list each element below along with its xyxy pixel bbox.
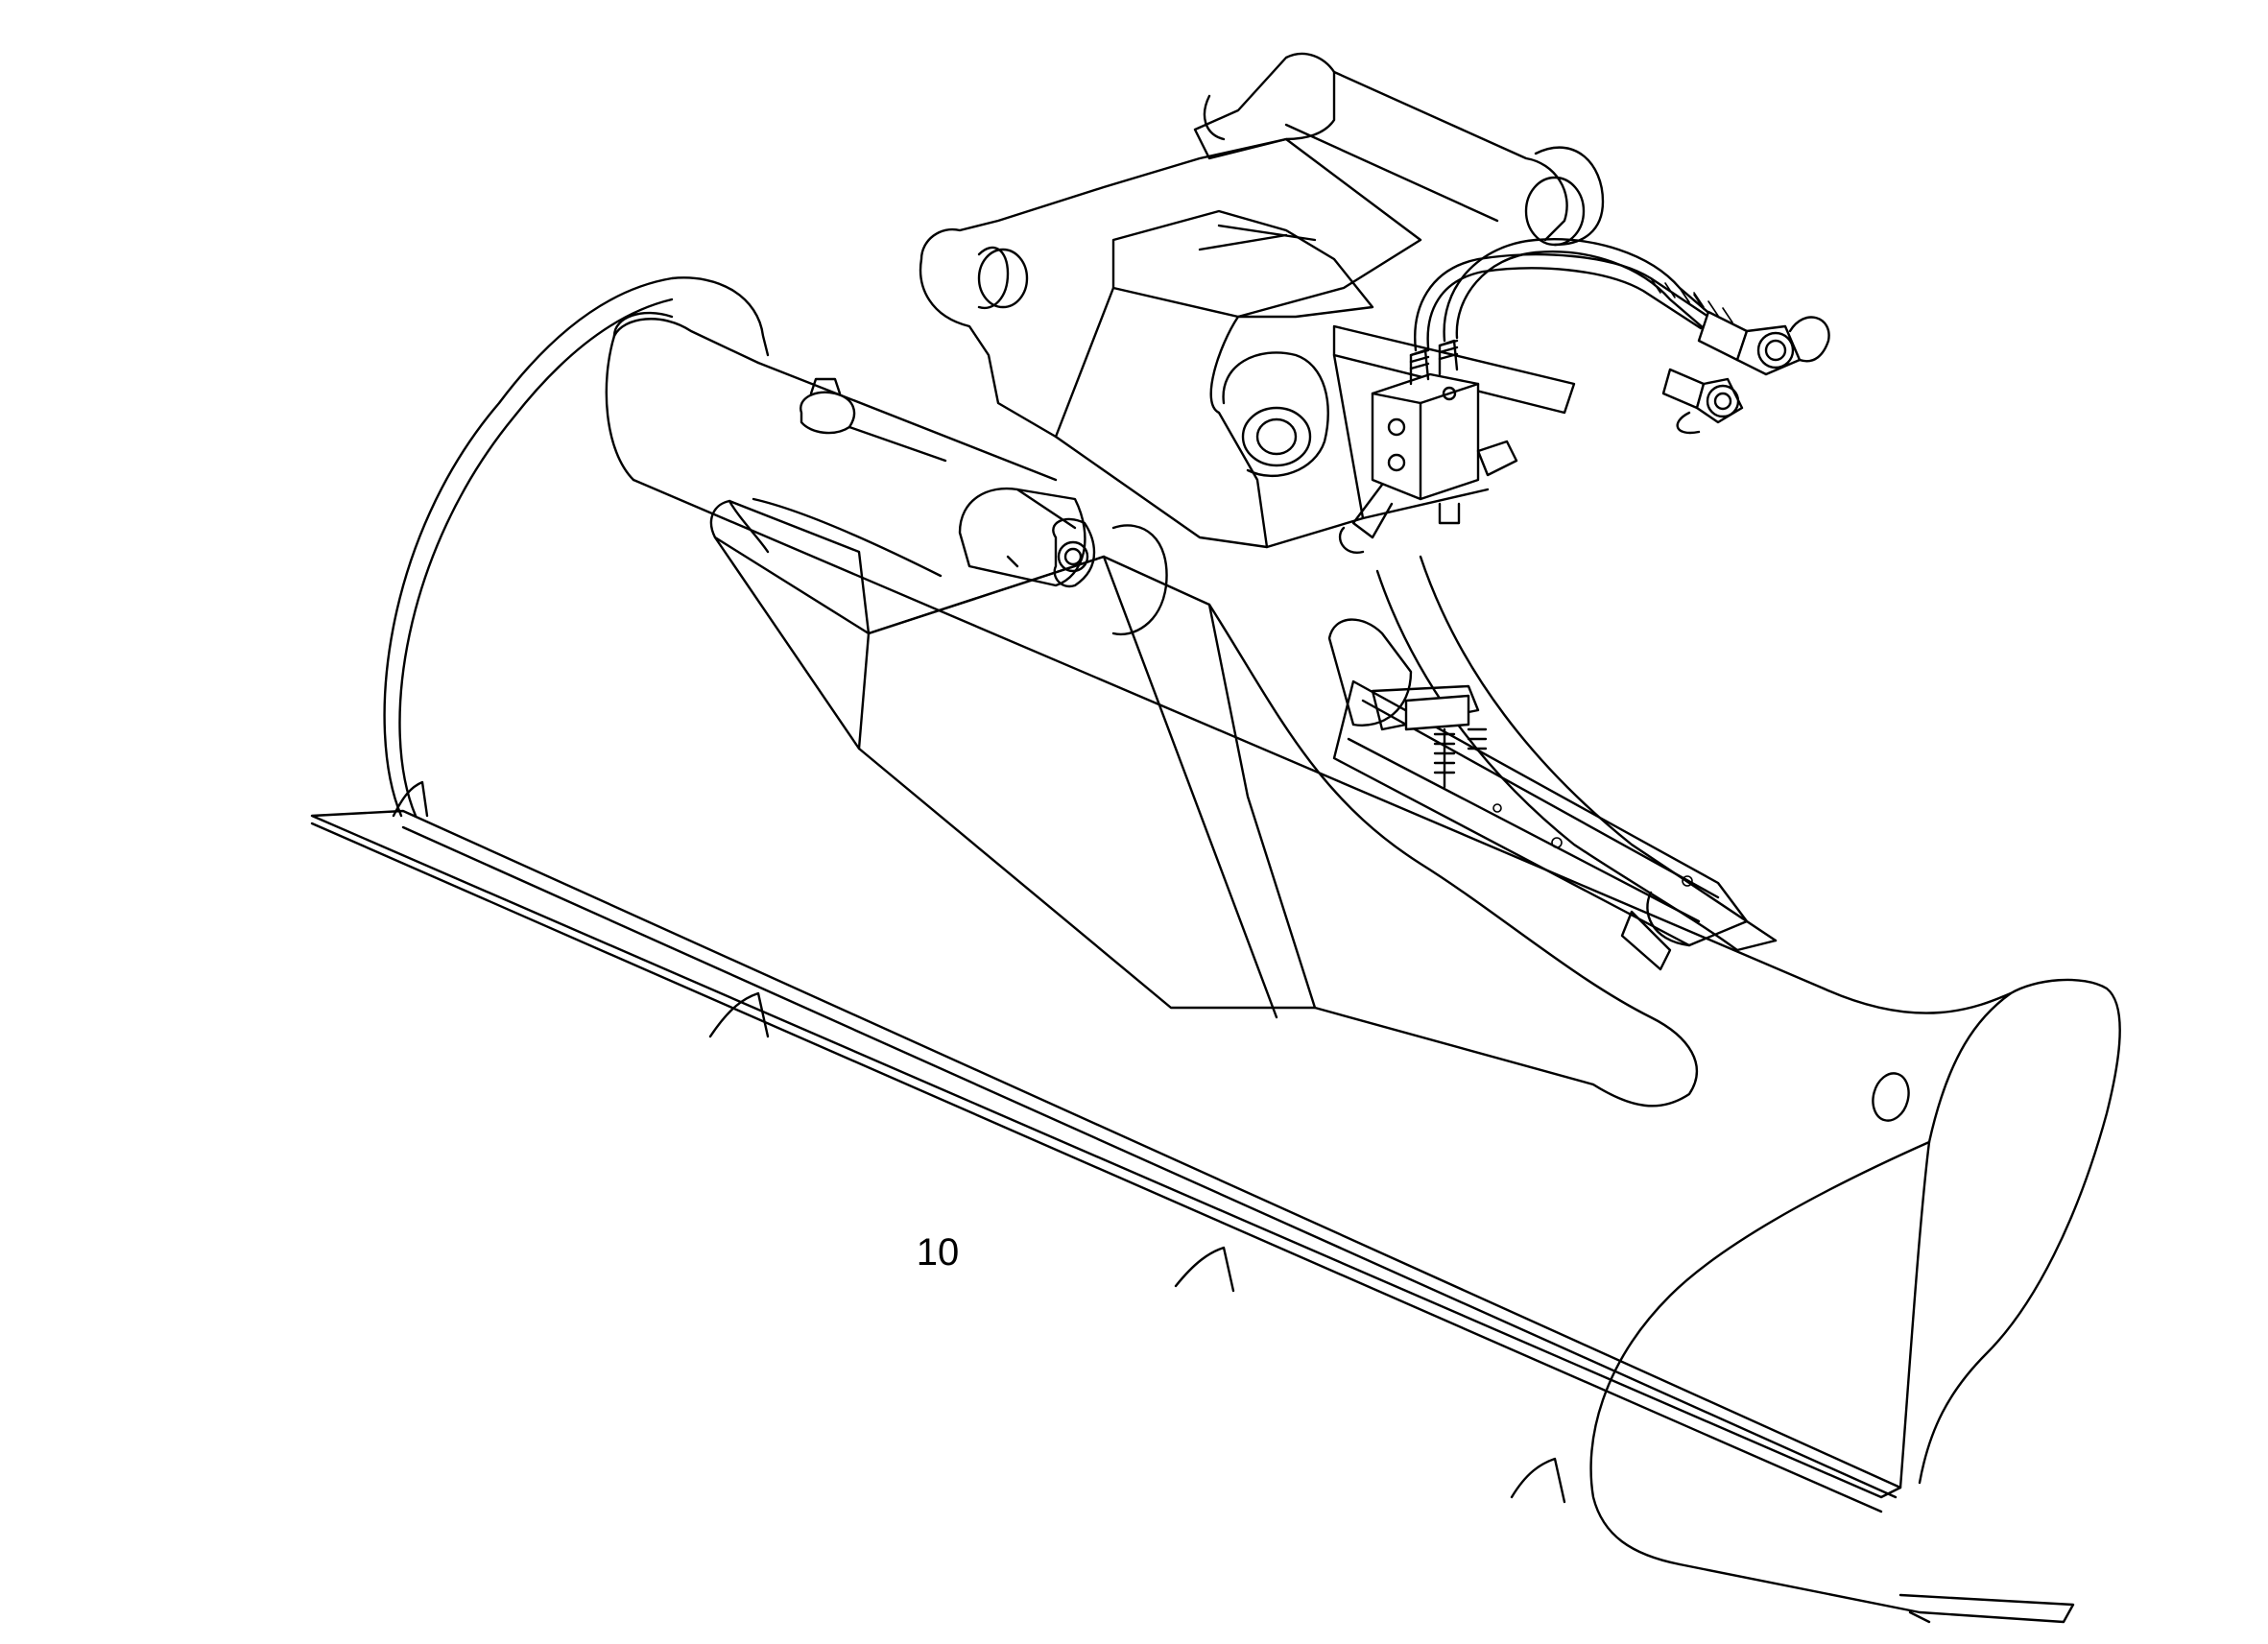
tilt-cylinder	[1327, 618, 1749, 971]
tilt-frame	[709, 497, 1778, 1108]
left-pivot	[958, 487, 1168, 636]
hydraulic-hoses	[1414, 238, 1830, 435]
left-tube	[612, 311, 1058, 482]
bucket-body	[310, 276, 2121, 1624]
mounting-bracket	[919, 52, 1605, 549]
valve-block	[1338, 339, 1518, 554]
callout-item-10: 10	[917, 1231, 960, 1274]
